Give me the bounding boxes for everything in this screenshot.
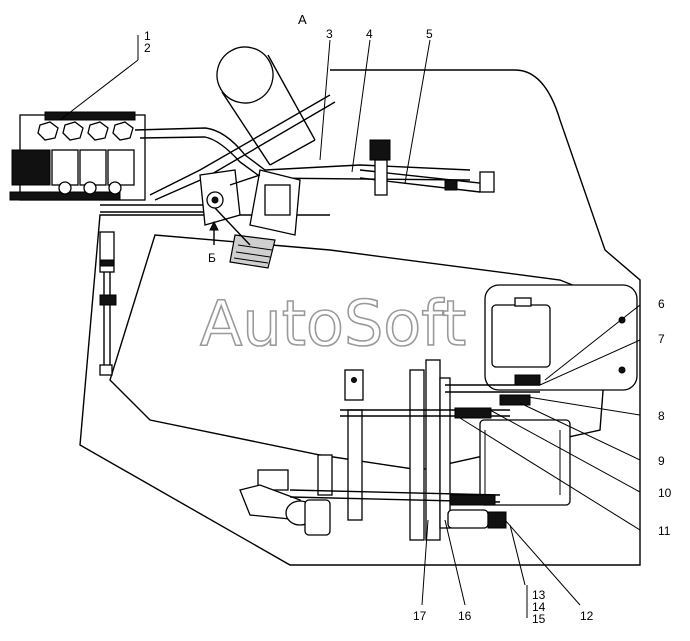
- callout-16: 16: [458, 609, 472, 623]
- reservoir-tank: [216, 46, 316, 166]
- callout-14: 14: [532, 600, 546, 614]
- callout-5: 5: [426, 27, 433, 41]
- left-rod: [99, 231, 117, 376]
- callout-6: 6: [658, 297, 665, 311]
- pump-unit: [239, 454, 507, 536]
- callout-11: 11: [658, 524, 671, 538]
- callout-12: 12: [580, 609, 594, 623]
- callout-4: 4: [366, 27, 373, 41]
- pedal-assembly: [199, 169, 301, 269]
- right-tank: [484, 284, 638, 391]
- callout-7: 7: [658, 332, 665, 346]
- callout-9: 9: [658, 454, 665, 468]
- callout-15: 15: [532, 612, 546, 626]
- callout-1: 1: [144, 29, 151, 43]
- callout-13: 13: [532, 588, 546, 602]
- callout-3: 3: [326, 27, 333, 41]
- watermark-text: AutoSoft: [200, 287, 466, 360]
- leader-lines: [59, 35, 641, 618]
- valve-column: [340, 359, 541, 541]
- callout-17: 17: [413, 609, 427, 623]
- valve-block: [9, 111, 146, 201]
- pipe-lines: [100, 94, 495, 213]
- callout-8: 8: [658, 409, 665, 423]
- view-label: А: [298, 12, 307, 27]
- callout-10: 10: [658, 486, 672, 500]
- callout-2: 2: [144, 41, 151, 55]
- arrow-label: Б: [208, 251, 216, 265]
- filter-housing: [479, 419, 571, 506]
